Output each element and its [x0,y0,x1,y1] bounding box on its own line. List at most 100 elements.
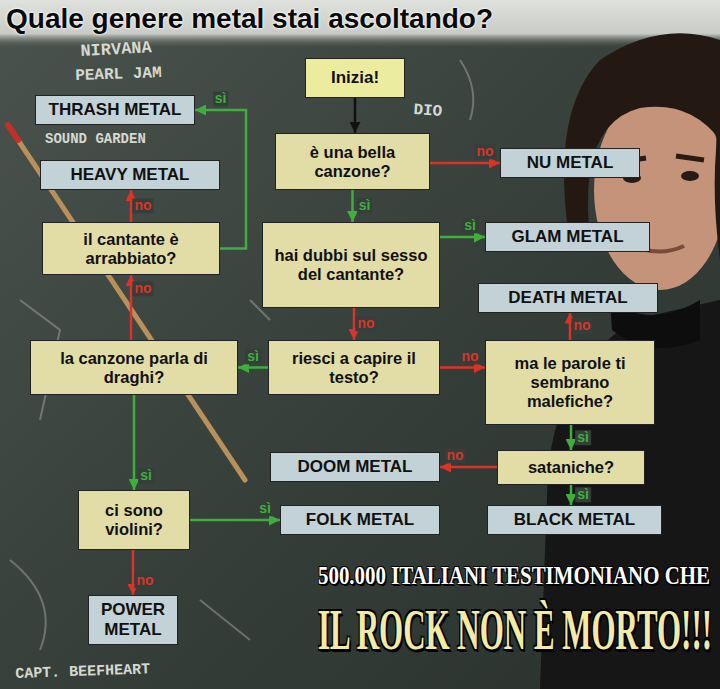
branch-label-box: no [132,198,153,213]
box-text: ma le parole ti sembrano malefiche? [492,354,648,411]
decision-box: riesci a capire il testo? [268,340,440,395]
branch-label: sì [215,90,227,106]
branch-label: no [461,348,478,364]
chalk-writing: NIRVANA [80,39,152,61]
branch-label-box: no [132,281,153,296]
pointer-tip [8,125,18,140]
decision-box: hai dubbi sul sesso del cantante? [262,222,440,308]
branch-label: sì [247,348,259,364]
chalk-line [460,60,473,120]
branch-label-box: no [355,316,376,331]
chalk-writing-box: CAPT. BEEFHEART [15,664,150,684]
slogan-headline: IL ROCK NON È MORTO!!! [318,598,712,662]
title-box: Quale genere metal stai ascoltando? [6,3,493,35]
result-box: THRASH METAL [35,95,195,125]
flow-arrow [440,236,485,239]
branch-label-box: no [571,319,592,334]
decision-box: la canzone parla di draghi? [30,340,238,395]
flow-arrow [570,485,573,505]
box-text: POWER METAL [95,600,171,639]
decision-box: il cantante è arrabbiato? [42,222,220,275]
box-text: è una bella canzone? [282,143,423,181]
branch-label: sì [359,197,371,213]
branch-label-box: sì [357,198,373,213]
branch-label-box: no [474,144,495,159]
chalk-writing-box: PEARL JAM [75,66,161,86]
branch-label: no [573,318,590,334]
result-box: BLACK METAL [487,505,662,535]
box-text: BLACK METAL [494,510,655,530]
result-box: DOOM METAL [270,452,440,482]
box-text: ci sono violini? [85,501,183,539]
branch-label: sì [464,217,476,233]
chalk-line [10,560,46,650]
branch-label: sì [577,429,589,445]
result-box: POWER METAL [88,595,178,645]
branch-label-box: no [459,349,480,364]
slogan-line-box: 500.000 ITALIANI TESTIMONIANO CHE [318,562,720,591]
branch-label: no [134,197,151,213]
decision-box: sataniche? [497,450,645,485]
pointer [18,140,245,480]
box-text: Inizia! [312,68,398,88]
branch-label: no [446,447,463,463]
chalk-line [200,600,250,640]
branch-label-box: sì [245,349,261,364]
branch-label-box: sì [575,430,591,445]
flow-arrow [440,466,497,469]
result-box: DEATH METAL [478,283,658,313]
flow-arrow [190,519,280,522]
branch-label: no [476,143,493,159]
decision-box: ma le parole ti sembrano malefiche? [485,340,655,425]
eye [681,171,699,181]
start-box: Inizia! [305,58,405,98]
title: Quale genere metal stai ascoltando? [6,3,493,34]
chalk-writing: SOUND GARDEN [45,132,146,147]
branch-label-box: sì [575,487,591,502]
chalk-writing: PEARL JAM [75,65,162,86]
pointer-stick [8,125,245,480]
decision-box: ci sono violini? [78,490,190,550]
box-text: il cantante è arrabbiato? [49,230,213,268]
chalk-writing-box: NIRVANA [80,42,151,62]
decision-box: è una bella canzone? [275,133,430,190]
box-text: FOLK METAL [287,510,433,530]
box-text: riesci a capire il testo? [275,349,433,387]
branch-label-box: sì [462,218,478,233]
flow-arrow [238,366,268,369]
branch-label: no [134,280,151,296]
flow-arrow [133,395,136,490]
flow-arrow [351,190,354,222]
branch-label: no [136,572,153,588]
box-text: la canzone parla di draghi? [37,349,231,387]
result-box: HEAVY METAL [40,160,220,190]
slogan-headline-box: IL ROCK NON È MORTO!!! [318,598,720,662]
flow-arrow [354,98,357,133]
flow-arrow [570,425,573,450]
hair [564,33,720,250]
box-text: GLAM METAL [492,227,643,247]
branch-label-box: sì [138,468,154,483]
result-box: NU METAL [500,148,640,178]
box-text: hai dubbi sul sesso del cantante? [269,246,433,284]
result-box: GLAM METAL [485,222,650,252]
flow-arrow [430,162,500,165]
box-text: HEAVY METAL [47,165,213,185]
box-text: NU METAL [507,153,633,173]
chalk-writing-box: SOUND GARDEN [45,129,146,147]
branch-label: sì [140,467,152,483]
branch-label: sì [259,500,271,516]
branch-label: no [357,315,374,331]
hair-side [715,40,720,260]
branch-label: sì [577,486,589,502]
branch-label-box: sì [257,501,273,516]
branch-label-box: no [444,448,465,463]
box-text: THRASH METAL [42,100,188,120]
branch-label-box: sì [213,91,229,106]
chalk-writing-box: DIO [414,100,443,120]
result-box: FOLK METAL [280,505,440,535]
box-text: DEATH METAL [485,288,651,308]
